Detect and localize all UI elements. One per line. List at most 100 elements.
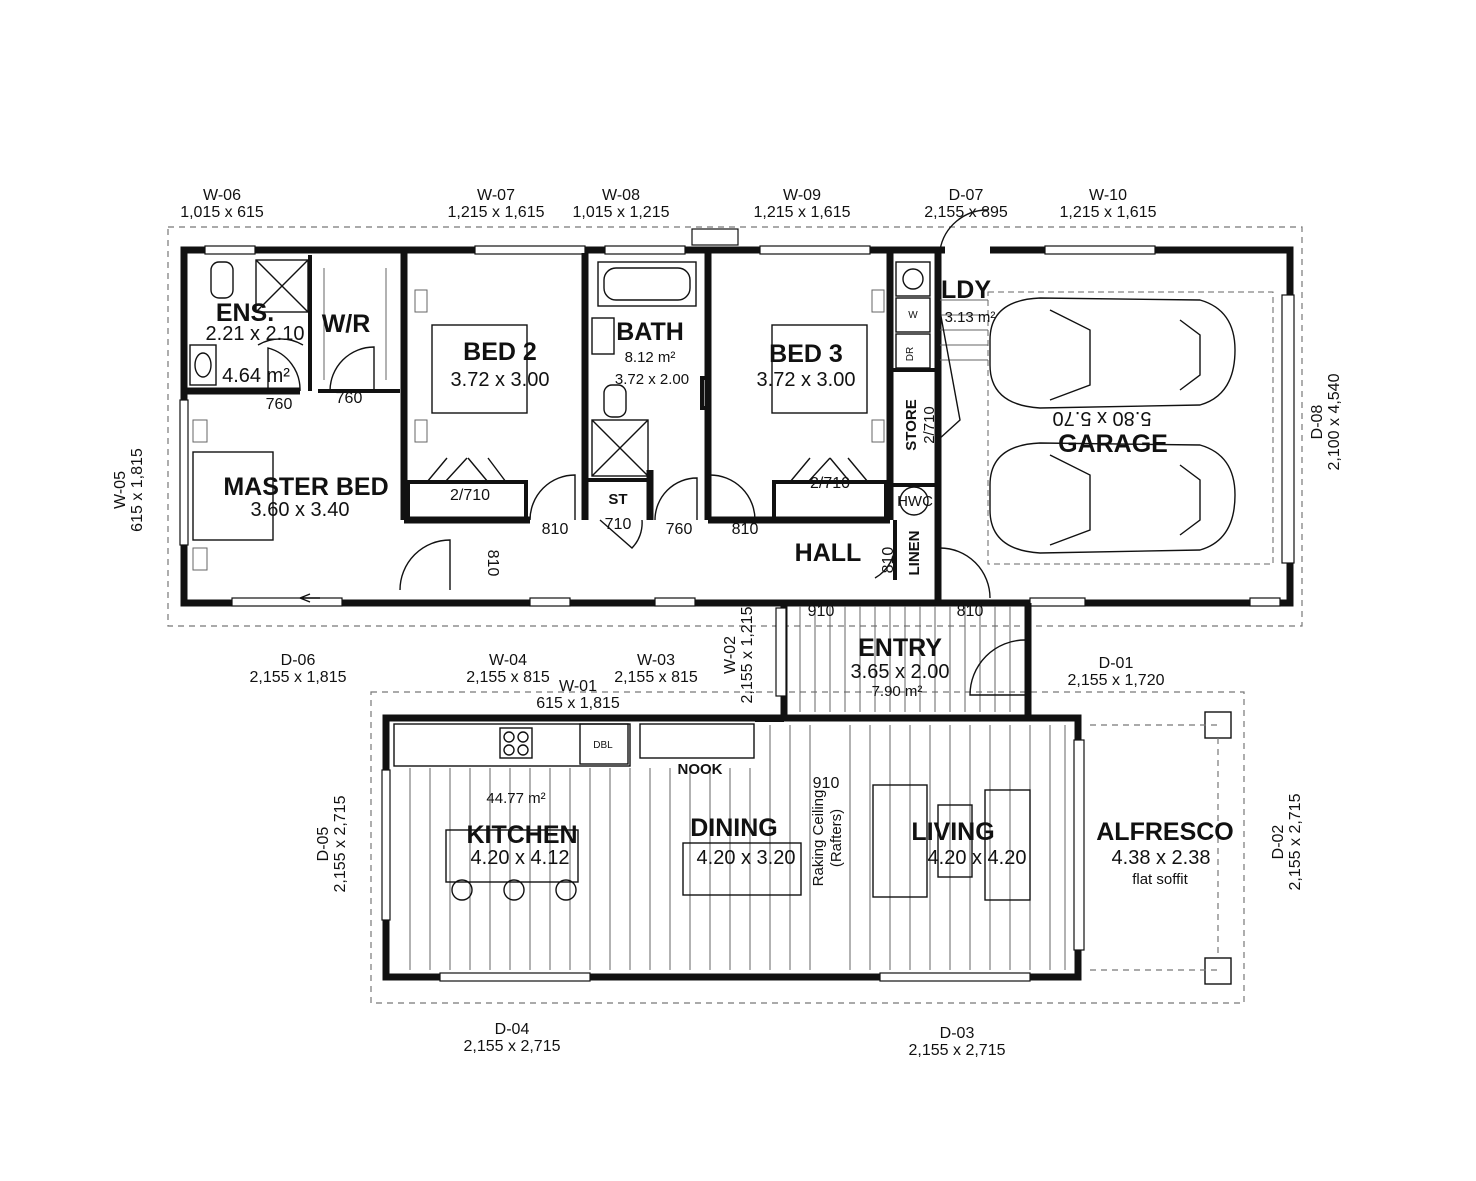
room-name: GARAGE [1058, 430, 1168, 458]
hwc-tag: HWC [897, 493, 933, 510]
room-name: MASTER BED [223, 473, 388, 501]
opening-size: 1,015 x 615 [180, 204, 264, 221]
room-name: LIVING [911, 818, 994, 846]
living-label: LIVING 4.20 x 4.20 [911, 818, 1026, 869]
living-area-label: 44.77 m² [486, 790, 545, 807]
opening-code: W-10 [1089, 187, 1127, 204]
kitchen-label: KITCHEN 4.20 x 4.12 [466, 821, 577, 869]
opening-w08: W-081,015 x 1,215 [573, 187, 670, 221]
opening-d07: D-072,155 x 895 [924, 187, 1008, 221]
upper-wing-outline [167, 226, 1303, 627]
st-label: ST [608, 491, 627, 508]
opening-w03: W-032,155 x 815 [614, 652, 698, 686]
dining-open-dim: 910 [813, 775, 840, 792]
opening-w06: W-061,015 x 615 [180, 187, 264, 221]
room-dims: 3.72 x 3.00 [451, 369, 550, 391]
floor-boards [409, 725, 1066, 970]
linen-door-dim: 810 [880, 547, 897, 574]
opening-code: W-04 [489, 652, 527, 669]
room-dims: 4.20 x 4.12 [471, 847, 570, 869]
opening-size: 2,155 x 2,715 [909, 1042, 1006, 1059]
opening-size: 2,155 x 1,815 [250, 669, 347, 686]
opening-code: D-06 [281, 652, 316, 669]
washer-tag: W [908, 310, 918, 321]
room-name: DINING [690, 814, 778, 842]
room-name: KITCHEN [466, 821, 577, 849]
w05-glazing [179, 399, 189, 546]
opening-d06: D-062,155 x 1,815 [250, 652, 347, 686]
kitchen-bench [393, 723, 755, 901]
opening-code: W-05 [112, 471, 129, 509]
bottom-window-glazing [231, 597, 1281, 607]
opening-size: 615 x 1,815 [129, 448, 146, 532]
bath-label: BATH 8.12 m² 3.72 x 2.00 [615, 318, 689, 388]
opening-code: W-06 [203, 187, 241, 204]
room-name: STORE [903, 399, 920, 450]
room-dims: 4.20 x 3.20 [697, 847, 796, 869]
room-note: flat soffit [1132, 871, 1188, 888]
nook-label: NOOK [678, 761, 723, 778]
opening-code: W-07 [477, 187, 515, 204]
opening-code: D-01 [1099, 655, 1134, 672]
bed2-label: BED 2 3.72 x 3.00 [451, 338, 550, 391]
bed-furniture [192, 289, 885, 571]
opening-d01: D-012,155 x 1,720 [1068, 655, 1165, 689]
bed3-door-dim: 810 [732, 521, 759, 538]
opening-code: W-08 [602, 187, 640, 204]
bed3-label: BED 3 3.72 x 3.00 [757, 340, 856, 391]
raking-ceiling-label: Raking Ceiling (Rafters) [810, 790, 845, 887]
opening-code: W-03 [637, 652, 675, 669]
room-name: BED 3 [769, 340, 843, 368]
opening-size: 615 x 1,815 [536, 695, 620, 712]
opening-size: 2,155 x 815 [614, 669, 698, 686]
room-dims: 5.80 x 5.70 [1053, 407, 1152, 429]
master-label: MASTER BED 3.60 x 3.40 [223, 473, 388, 521]
opening-size: 1,215 x 1,615 [754, 204, 851, 221]
opening-size: 2,155 x 1,215 [739, 606, 756, 703]
room-dims: 2/710 [921, 406, 938, 444]
opening-code: D-04 [495, 1021, 530, 1038]
alfresco-label: ALFRESCO 4.38 x 2.38 flat soffit [1096, 818, 1234, 888]
opening-code: D-05 [315, 827, 332, 862]
bed2-robe-dim: 2/710 [450, 487, 490, 504]
bed2-door-dim: 810 [542, 521, 569, 538]
opening-size: 2,155 x 2,715 [1287, 793, 1304, 890]
opening-d04: D-042,155 x 2,715 [464, 1021, 561, 1055]
room-area: 8.12 m² [625, 349, 676, 366]
bath-fixtures [591, 261, 710, 477]
dining-living-furniture [682, 711, 1232, 985]
room-name: BATH [616, 318, 684, 346]
lower-wing-outline [370, 691, 1245, 1004]
entry-right-dim: 810 [957, 603, 984, 620]
opening-size: 1,215 x 1,615 [448, 204, 545, 221]
upper-door-swings [267, 209, 991, 603]
bed3-robe-dim: 2/710 [810, 475, 850, 492]
opening-w07: W-071,215 x 1,615 [448, 187, 545, 221]
opening-code: D-07 [949, 187, 984, 204]
room-dims: 2.21 x 2.10 [206, 323, 305, 345]
opening-size: 1,215 x 1,615 [1060, 204, 1157, 221]
d07-gap [945, 245, 990, 255]
wr-label: W/R [322, 310, 371, 338]
room-area: 7.90 m² [872, 683, 923, 700]
opening-size: 2,155 x 895 [924, 204, 1008, 221]
opening-d03: D-032,155 x 2,715 [909, 1025, 1006, 1059]
room-name: ENTRY [858, 634, 942, 662]
room-dims: 4.20 x 4.20 [928, 847, 1027, 869]
opening-code: D-02 [1270, 825, 1287, 860]
lower-exterior-walls [381, 714, 1085, 982]
robes [323, 268, 888, 522]
raking-line2: (Rafters) [828, 809, 845, 867]
opening-code: D-08 [1309, 405, 1326, 440]
room-area: 3.13 m² [945, 309, 996, 326]
d08-opening [1281, 294, 1295, 564]
room-dims: 3.65 x 2.00 [851, 661, 950, 683]
opening-size: 2,100 x 4,540 [1326, 373, 1343, 470]
